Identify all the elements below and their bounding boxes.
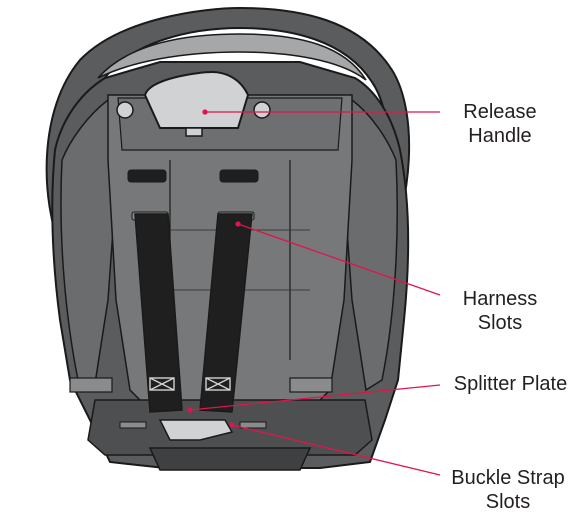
- harness-straps: [134, 213, 253, 413]
- leader-splitter-plate: [189, 384, 441, 411]
- leader-release-dot: [202, 109, 208, 115]
- leader-buckle-strap: [231, 424, 441, 476]
- label-release-handle-line2: Handle: [468, 125, 532, 147]
- leader-buckle-dot: [229, 422, 235, 428]
- label-release-handle: Release Handle: [440, 100, 560, 148]
- label-harness-slots-line1: Harness: [462, 288, 538, 310]
- label-buckle-strap-line1: Buckle Strap: [451, 467, 565, 489]
- label-splitter-plate-text: Splitter Plate: [453, 373, 568, 395]
- label-buckle-strap-slots: Buckle Strap Slots: [432, 466, 584, 514]
- release-handle: [116, 70, 271, 137]
- label-splitter-plate: Splitter Plate: [438, 372, 583, 396]
- leader-harness-dot: [235, 221, 241, 227]
- label-buckle-strap-line2: Slots: [485, 491, 531, 513]
- splitter-plate: [158, 419, 234, 441]
- label-harness-slots-line2: Slots: [477, 312, 523, 334]
- leader-lines: [187, 109, 441, 476]
- label-release-handle-line1: Release: [463, 101, 537, 123]
- label-harness-slots: Harness Slots: [440, 287, 560, 335]
- leader-splitter-dot: [187, 407, 193, 413]
- leader-harness-slots: [237, 223, 441, 296]
- buckle-strap-slots: [119, 421, 267, 429]
